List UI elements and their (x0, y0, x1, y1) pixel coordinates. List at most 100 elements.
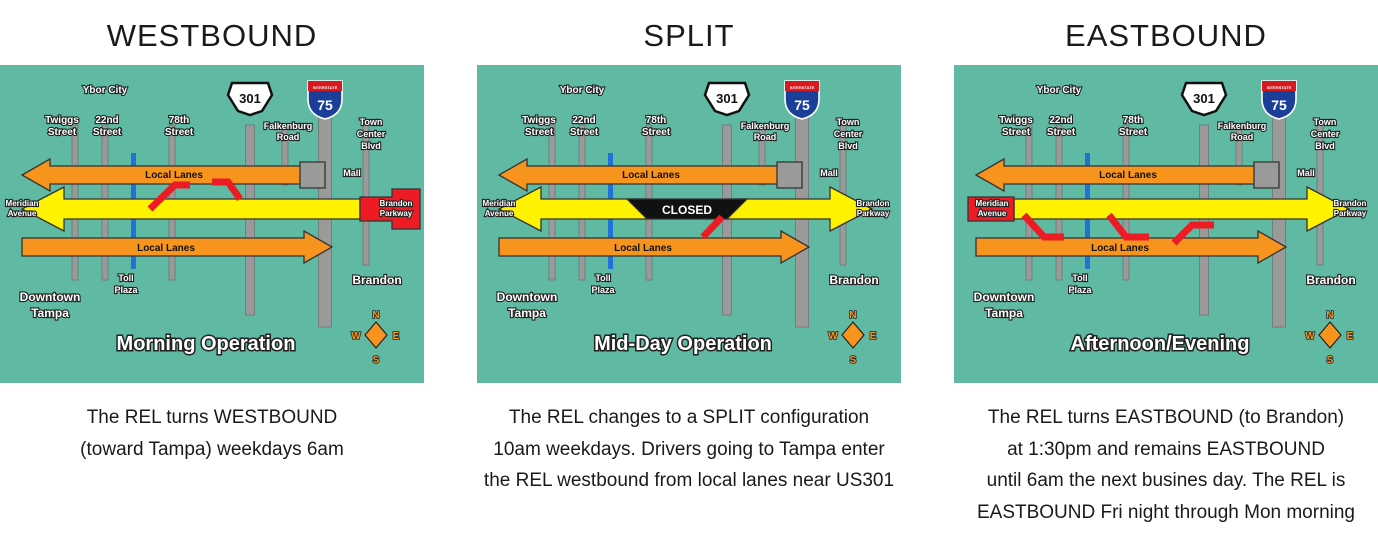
downtown-tampa-label: Tampa (508, 306, 546, 320)
closed-segment (625, 198, 749, 220)
toll-plaza-label: Toll (595, 273, 610, 283)
local-lanes-label-top: Local Lanes (622, 170, 680, 181)
caption-line: EASTBOUND Fri night through Mon morning (976, 501, 1356, 523)
operation-label: Mid-Day Operation (594, 333, 772, 355)
us-301-shield: 301 (226, 81, 274, 117)
toll-plaza-label: Plaza (1068, 285, 1092, 295)
town-center-blvd-label: Town (837, 117, 860, 127)
78th-street-label: Street (1119, 127, 1148, 138)
rel-ramp (1106, 212, 1149, 241)
falkenburg-road-label: Road (754, 132, 777, 142)
cross-street (1235, 124, 1243, 186)
town-center-blvd-label: Blvd (838, 141, 858, 151)
22nd-street-label: 22nd (1049, 115, 1072, 126)
ybor-city-label: Ybor City (1037, 85, 1082, 96)
interstate-75-text: 75 (317, 97, 333, 113)
interstate-header-text: INTERSTATE (790, 85, 815, 90)
interstate-75-text: 75 (794, 97, 810, 113)
falkenburg-road-label: Falkenburg (1218, 121, 1267, 131)
meridian-avenue-ramp (967, 196, 1015, 222)
local-lanes-westbound-arrow (20, 157, 319, 193)
ybor-city-label: Ybor City (83, 85, 128, 96)
local-lanes-label-bottom: Local Lanes (614, 243, 672, 254)
22nd-street-label: 22nd (95, 115, 118, 126)
mall-connector (299, 161, 326, 189)
cross-street (362, 119, 370, 266)
local-lanes-westbound-arrow (974, 157, 1273, 193)
mall-label: Mall (1297, 168, 1315, 178)
us-301-shield-text: 301 (239, 91, 261, 106)
caption-split: The REL changes to a SPLIT configuration… (469, 402, 909, 497)
rel-ramp (1021, 212, 1064, 241)
twiggs-street-label: Twiggs (522, 115, 556, 126)
caption-line: The REL turns EASTBOUND (to Brandon) (987, 407, 1345, 428)
twiggs-street-label: Street (1002, 127, 1031, 138)
caption-line: the REL westbound from local lanes near … (483, 470, 895, 491)
brandon-label: Brandon (829, 273, 878, 287)
rel-ramp (147, 181, 190, 212)
us-301-shield-text: 301 (716, 91, 738, 106)
78th-street-label: 78th (169, 115, 190, 126)
brandon-label: Brandon (1306, 273, 1355, 287)
downtown-tampa-label: Downtown (497, 290, 558, 304)
interstate-75-shield: INTERSTATE 75 (307, 80, 343, 120)
mall-connector (1253, 161, 1280, 189)
downtown-tampa-label: Tampa (985, 306, 1023, 320)
caption-line: 10am weekdays. Drivers going to Tampa en… (493, 438, 885, 460)
cross-street (758, 124, 766, 186)
mall-label: Mall (343, 168, 361, 178)
town-center-blvd-label: Center (357, 129, 386, 139)
brandon-parkway-ramp (359, 188, 421, 230)
brandon-label: Brandon (352, 273, 401, 287)
local-lanes-label-top: Local Lanes (145, 170, 203, 181)
meridian-avenue-label: Avenue (978, 209, 1007, 218)
caption-line: until 6am the next busines day. The REL … (986, 470, 1346, 491)
town-center-blvd-label: Town (1314, 117, 1337, 127)
caption-eastbound: The REL turns EASTBOUND (to Brandon) at … (946, 402, 1378, 528)
rel-ramp (1171, 221, 1214, 246)
meridian-avenue-label: Avenue (8, 209, 37, 218)
meridian-avenue-label: Meridian (976, 199, 1009, 208)
us-301-shield: 301 (703, 81, 751, 117)
compass-w: W (1305, 331, 1315, 342)
us-301-shield-text: 301 (1193, 91, 1215, 106)
toll-plaza-label: Toll (118, 273, 133, 283)
operation-label: Afternoon/Evening (1071, 333, 1250, 355)
compass-e: E (1347, 331, 1354, 342)
falkenburg-road-label: Falkenburg (264, 121, 313, 131)
toll-plaza-label: Plaza (114, 285, 138, 295)
cross-street (245, 124, 255, 316)
compass-n: N (849, 310, 856, 321)
78th-street-label: Street (165, 127, 194, 138)
caption-line: at 1:30pm and remains EASTBOUND (1007, 438, 1325, 460)
caption-line: The REL turns WESTBOUND (86, 407, 338, 428)
brandon-parkway-label: Parkway (1334, 209, 1367, 218)
interstate-header-text: INTERSTATE (313, 85, 338, 90)
local-lanes-label-top: Local Lanes (1099, 170, 1157, 181)
brandon-parkway-label: Brandon (380, 199, 413, 208)
town-center-blvd-label: Blvd (1315, 141, 1335, 151)
downtown-tampa-label: Tampa (31, 306, 69, 320)
town-center-blvd-label: Center (1311, 129, 1340, 139)
brandon-parkway-label: Brandon (1334, 199, 1367, 208)
falkenburg-road-label: Falkenburg (741, 121, 790, 131)
toll-plaza-label: Toll (1072, 273, 1087, 283)
twiggs-street-label: Twiggs (999, 115, 1033, 126)
compass-n: N (372, 310, 379, 321)
mall-label: Mall (820, 168, 838, 178)
22nd-street-label: 22nd (572, 115, 595, 126)
brandon-parkway-label: Parkway (857, 209, 890, 218)
78th-street-label: 78th (646, 115, 667, 126)
caption-westbound: The REL turns WESTBOUND (toward Tampa) w… (0, 402, 432, 465)
rel-eastbound-arrow (1013, 185, 1351, 233)
22nd-street-label: Street (93, 127, 122, 138)
interstate-75-text: 75 (1271, 97, 1287, 113)
falkenburg-road-label: Road (277, 132, 300, 142)
rel-westbound-segment (497, 185, 648, 233)
caption-line: The REL changes to a SPLIT configuration (508, 407, 870, 428)
toll-plaza-label: Plaza (591, 285, 615, 295)
